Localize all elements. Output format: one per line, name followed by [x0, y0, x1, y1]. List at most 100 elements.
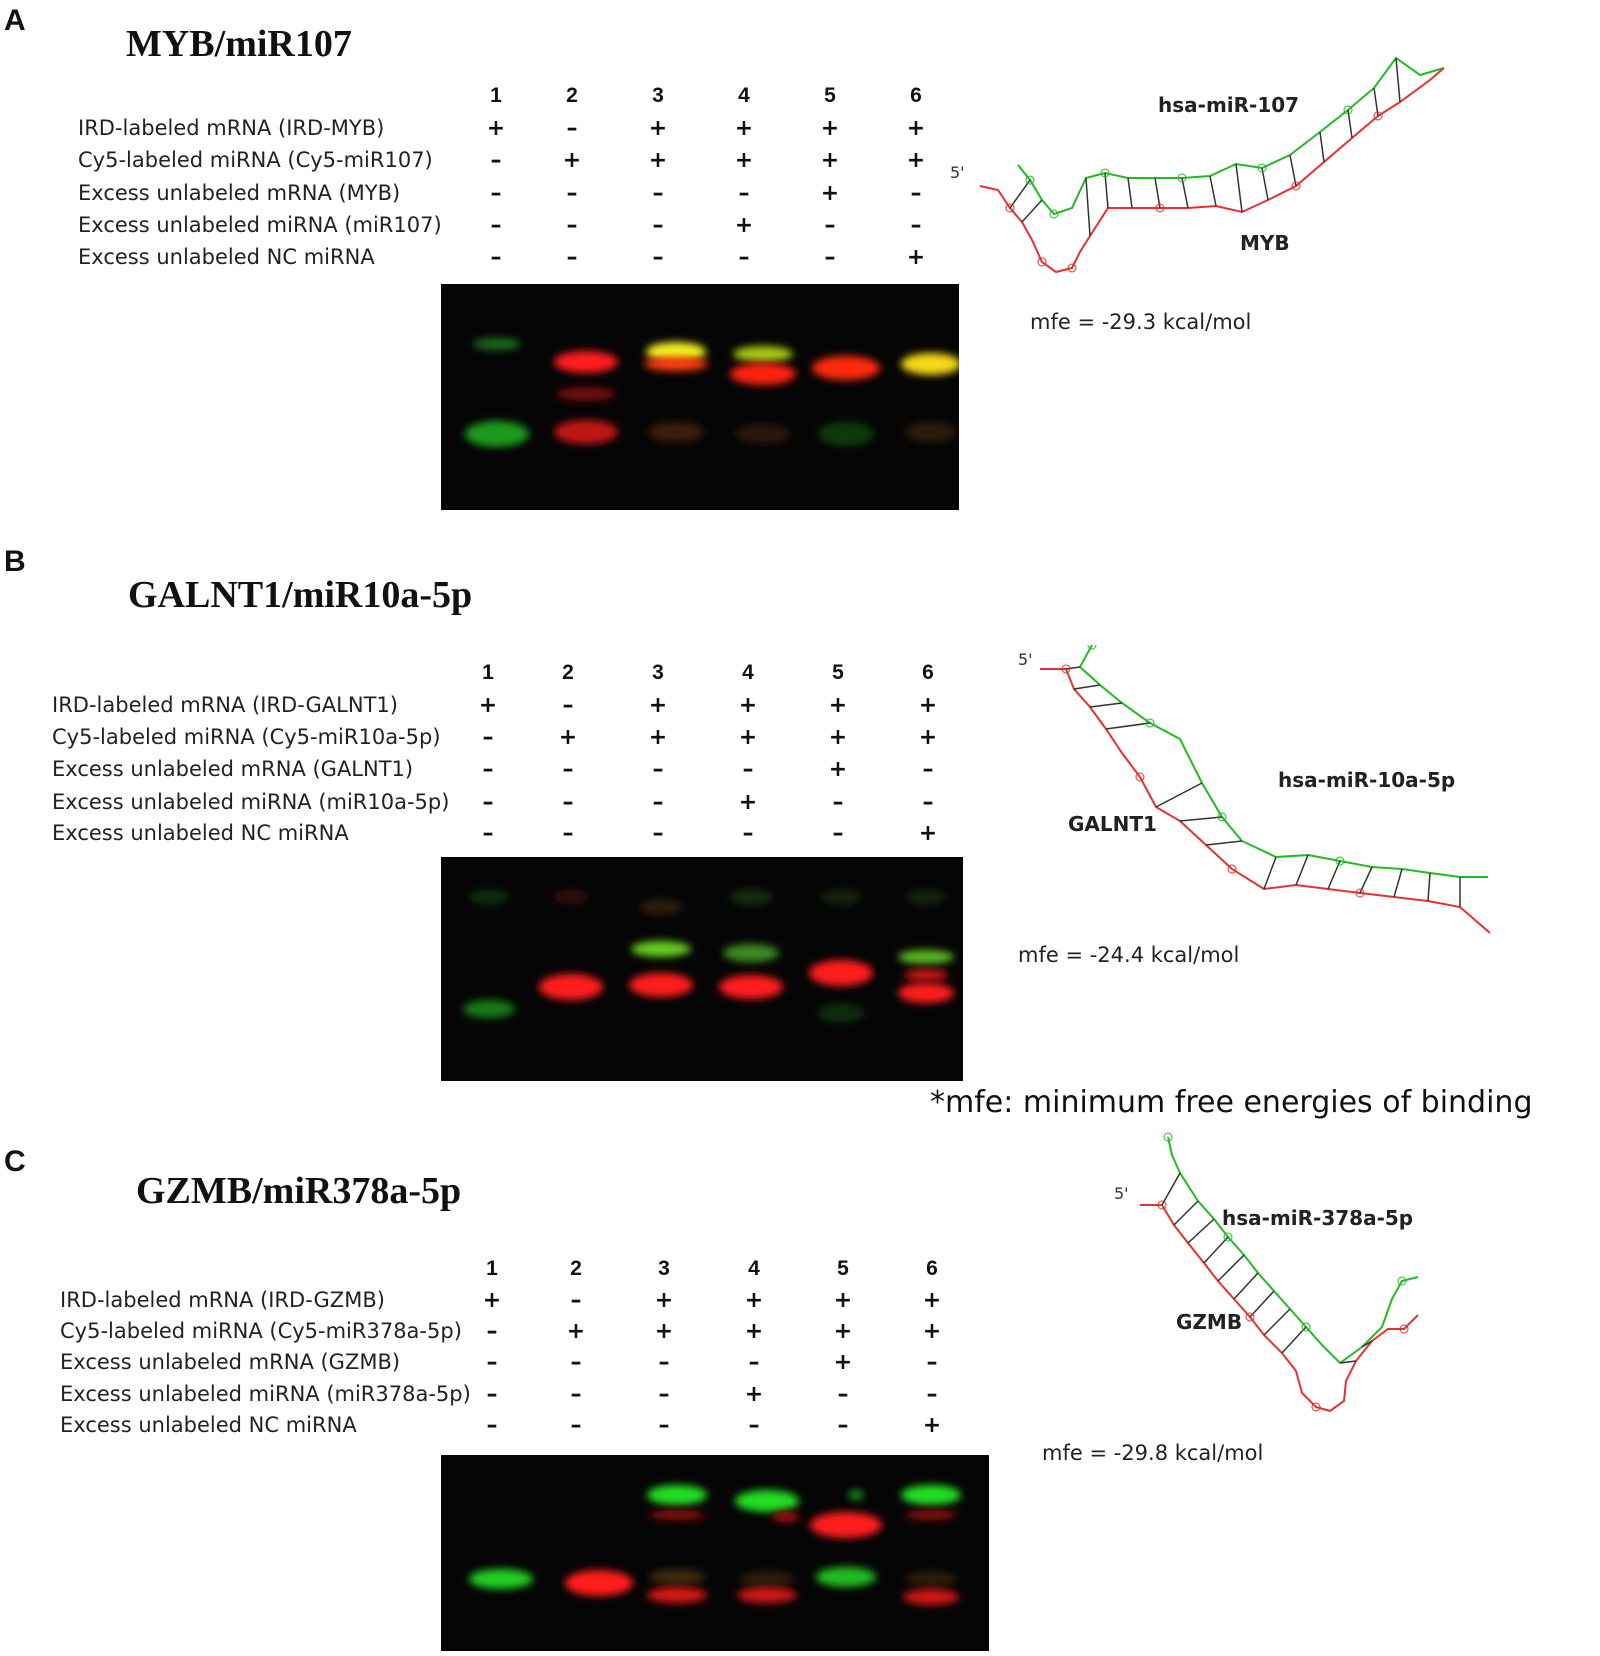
lane-number: 2: [570, 1257, 582, 1280]
gel-band: [469, 889, 509, 905]
sign: +: [906, 245, 926, 270]
gel-band: [463, 1000, 515, 1018]
sign: +: [828, 725, 848, 750]
gel-band: [848, 1490, 864, 1500]
gel-band: [905, 1571, 957, 1587]
sign: –: [486, 1319, 498, 1344]
lane-number: 2: [562, 661, 574, 684]
gel-band: [905, 1510, 957, 1520]
gel-band: [730, 363, 796, 385]
gel-band: [723, 944, 779, 962]
gel-band: [644, 357, 708, 371]
sign: +: [906, 148, 926, 173]
condition-label: IRD-labeled mRNA (IRD-MYB): [78, 116, 385, 140]
lane-number: 1: [490, 84, 502, 107]
mfe-footnote: *mfe: minimum free energies of binding: [930, 1085, 1533, 1120]
mirna-label: hsa-miR-378a-5p: [1222, 1206, 1413, 1230]
sign: –: [482, 821, 494, 846]
gel-band: [735, 1490, 799, 1512]
sign: –: [482, 790, 494, 815]
sign: +: [654, 1288, 674, 1313]
lane-number: 3: [658, 1257, 670, 1280]
gel-band: [554, 420, 618, 444]
sign: +: [922, 1319, 942, 1344]
sign: –: [652, 245, 664, 270]
sign: +: [828, 757, 848, 782]
sign: –: [562, 757, 574, 782]
gel-band: [904, 969, 948, 981]
sign: +: [738, 725, 758, 750]
sign: +: [738, 693, 758, 718]
sign: –: [490, 213, 502, 238]
base-pairs: [1161, 1172, 1373, 1364]
sign: –: [832, 821, 844, 846]
gel-band: [647, 1485, 707, 1505]
panel-a: A MYB/miR107 1 2 3 4 5 6 IRD-labeled mRN…: [0, 0, 1600, 520]
base-pairs: [1065, 666, 1461, 907]
sign: –: [738, 181, 750, 206]
condition-label: Excess unlabeled NC miRNA: [60, 1413, 357, 1437]
panel-b: B GALNT1/miR10a-5p 1 2 3 4 5 6 IRD-label…: [0, 545, 1600, 1120]
panel-title: GZMB/miR378a-5p: [136, 1170, 462, 1212]
sign: –: [486, 1382, 498, 1407]
panel-title: MYB/miR107: [126, 23, 352, 65]
sign: –: [482, 725, 494, 750]
sign: +: [820, 148, 840, 173]
lane-number: 4: [748, 1257, 760, 1280]
gel-band: [739, 1571, 795, 1587]
lane-number: 2: [566, 84, 578, 107]
gel-band: [473, 338, 521, 350]
gel-band: [903, 1589, 959, 1605]
mirna-strand: [1017, 56, 1445, 216]
sign: –: [482, 757, 494, 782]
gel-band: [554, 351, 618, 373]
sign: +: [833, 1350, 853, 1375]
sign: +: [833, 1319, 853, 1344]
sign: –: [658, 1382, 670, 1407]
sign: –: [486, 1413, 498, 1438]
lane-number: 3: [652, 661, 664, 684]
condition-label: Excess unlabeled miRNA (miR378a-5p): [60, 1382, 471, 1406]
sign: –: [652, 821, 664, 846]
gel-band: [556, 387, 616, 401]
sign: +: [833, 1288, 853, 1313]
sign: –: [486, 1350, 498, 1375]
sign: +: [922, 1413, 942, 1438]
nucleotide-dots: [1157, 1132, 1409, 1412]
sign: +: [478, 693, 498, 718]
gel-band: [639, 899, 683, 915]
panel-title: GALNT1/miR10a-5p: [128, 574, 473, 616]
sign: –: [652, 757, 664, 782]
panel-letter: C: [4, 1145, 26, 1178]
sign: +: [820, 116, 840, 141]
sign: +: [828, 693, 848, 718]
sign: +: [734, 213, 754, 238]
mrna-strand: [979, 67, 1445, 274]
sign: +: [918, 821, 938, 846]
panel-letter: B: [4, 545, 26, 578]
sign: –: [837, 1413, 849, 1438]
lane-number: 6: [922, 661, 934, 684]
gel-band: [901, 353, 959, 375]
gel-band: [737, 1587, 797, 1603]
mirna-strand: [1167, 1136, 1419, 1365]
sign: –: [570, 1288, 582, 1313]
five-prime-label: 5': [950, 163, 965, 182]
sign: –: [566, 181, 578, 206]
sign: +: [918, 725, 938, 750]
sign: +: [906, 116, 926, 141]
lane-number: 3: [652, 84, 664, 107]
gel-band: [812, 356, 880, 380]
lane-number: 1: [486, 1257, 498, 1280]
gel-band: [553, 889, 589, 905]
gel-band: [818, 422, 874, 446]
condition-label: IRD-labeled mRNA (IRD-GALNT1): [52, 693, 398, 717]
sign: +: [562, 148, 582, 173]
panel-letter: A: [4, 4, 26, 37]
condition-label: Cy5-labeled miRNA (Cy5-miR10a-5p): [52, 725, 441, 749]
condition-label: Cy5-labeled miRNA (Cy5-miR107): [78, 148, 433, 172]
lane-number: 4: [742, 661, 754, 684]
sign: +: [654, 1319, 674, 1344]
five-prime-label: 5': [1114, 1184, 1129, 1203]
gel-band: [772, 1512, 800, 1522]
